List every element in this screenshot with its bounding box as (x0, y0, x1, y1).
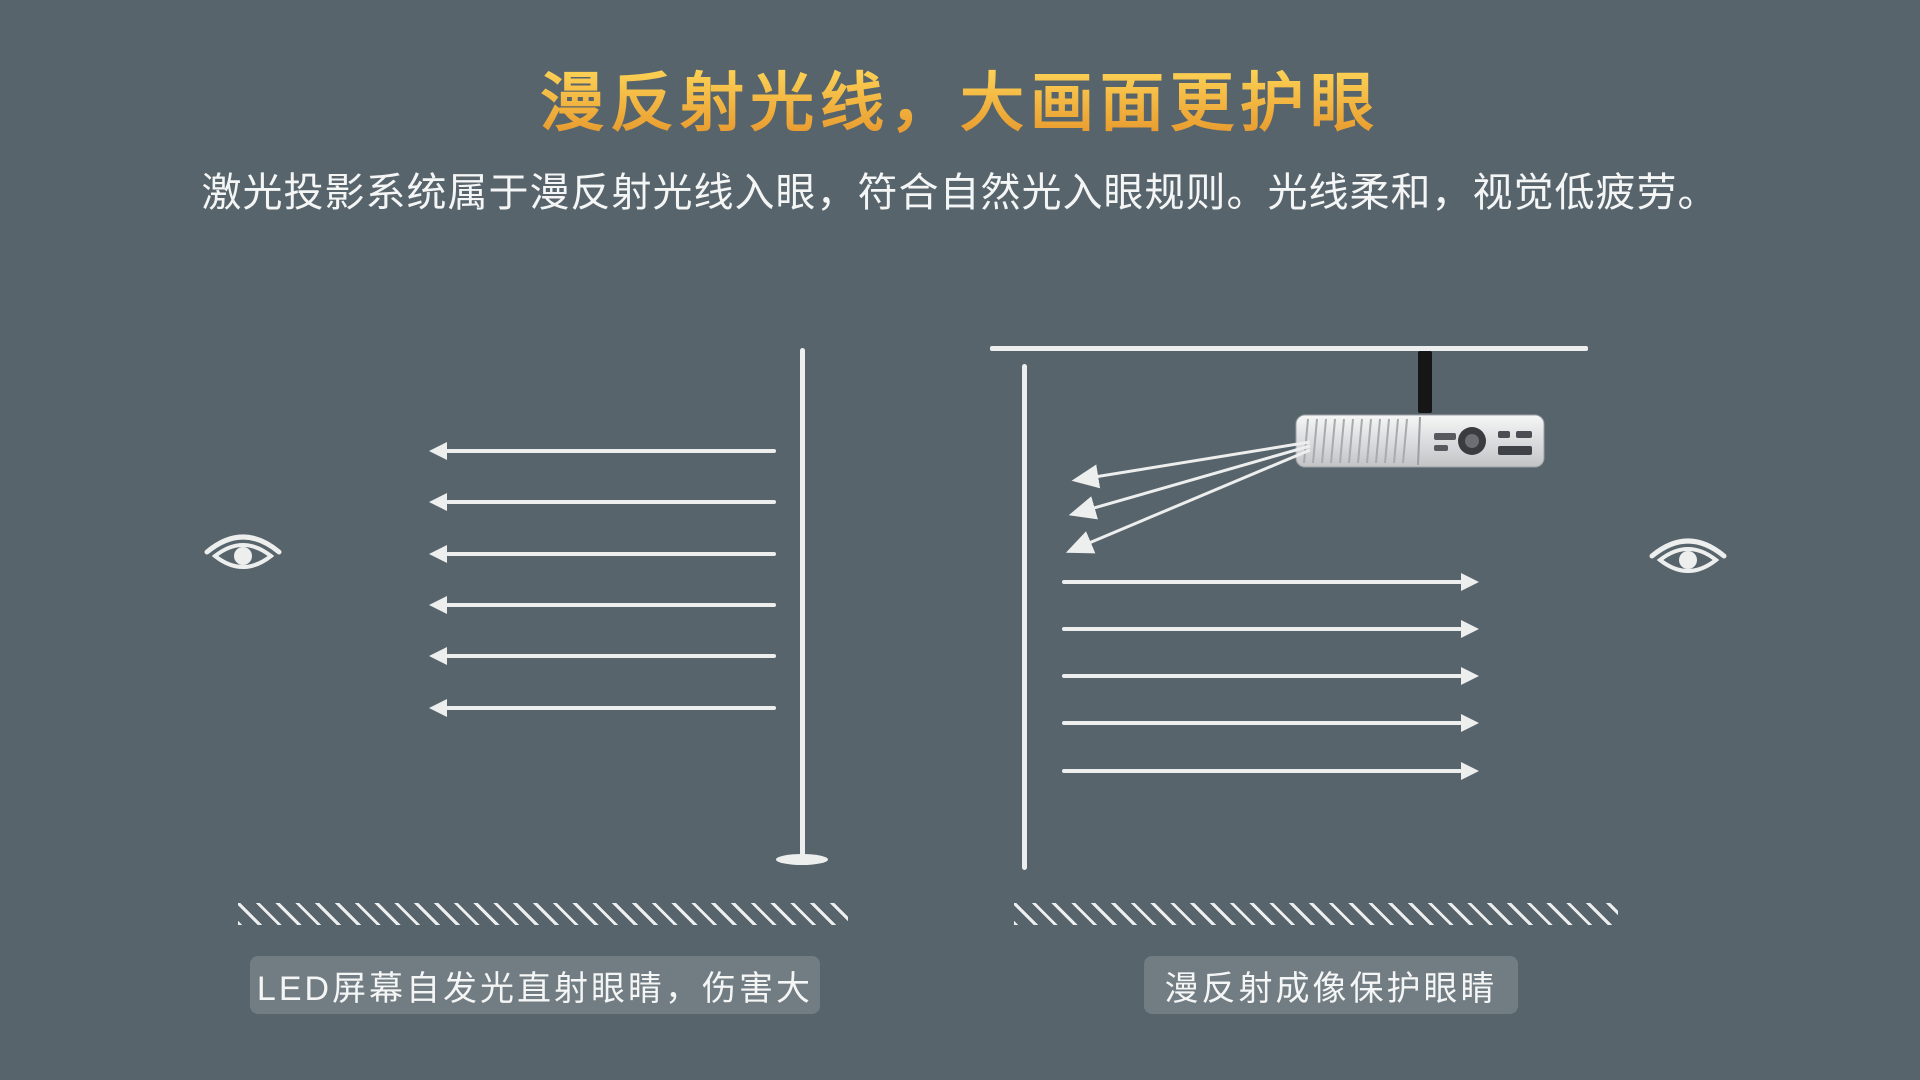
projection-screen-panel (1022, 364, 1027, 870)
projector-beams-icon (1065, 440, 1311, 554)
eye-icon (204, 534, 282, 569)
page-title: 漫反射光线，大画面更护眼 (0, 52, 1920, 144)
light-ray-left-icon (429, 647, 776, 665)
light-ray-right-icon (1062, 762, 1479, 780)
projection-caption: 漫反射成像保护眼睛 (1144, 956, 1518, 1014)
led-caption: LED屏幕自发光直射眼睛，伤害大 (250, 956, 820, 1014)
ground-hatch (1014, 903, 1618, 925)
light-ray-right-icon (1062, 620, 1479, 638)
light-ray-right-icon (1062, 714, 1479, 732)
light-ray-right-icon (1062, 667, 1479, 685)
light-ray-left-icon (429, 596, 776, 614)
page-subtitle: 激光投影系统属于漫反射光线入眼，符合自然光入眼规则。光线柔和，视觉低疲劳。 (201, 171, 1719, 215)
light-ray-left-icon (429, 545, 776, 563)
ground-hatch (238, 903, 848, 925)
light-ray-left-icon (429, 442, 776, 460)
eye-icon (1649, 538, 1727, 573)
ceiling-line (990, 346, 1588, 351)
light-ray-left-icon (429, 699, 776, 717)
led-screen-stand (776, 854, 828, 865)
light-ray-left-icon (429, 493, 776, 511)
projector-mount-pole (1418, 351, 1432, 413)
led-screen-panel (800, 348, 805, 858)
light-ray-right-icon (1062, 573, 1479, 591)
projector-icon (1295, 414, 1545, 468)
